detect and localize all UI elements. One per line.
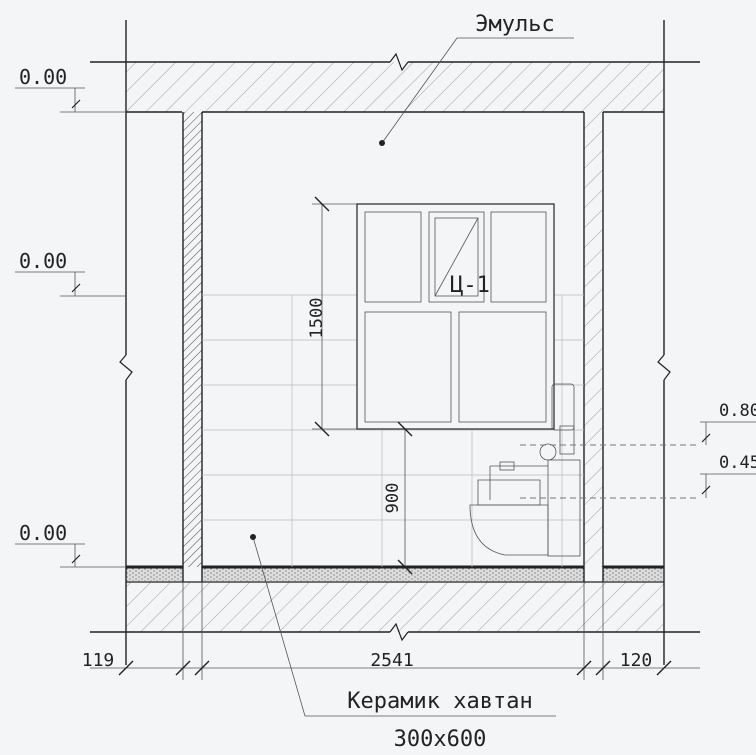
right-partition-wall xyxy=(583,112,604,582)
ceiling-material-label: Эмульс xyxy=(475,12,554,37)
floor-slab xyxy=(90,565,700,642)
floor-leader xyxy=(250,534,556,717)
right-wall-dim-label: 120 xyxy=(620,650,653,671)
left-partition-wall xyxy=(182,112,203,582)
floor-material-label: Керамик хавтан xyxy=(347,689,532,714)
level-top-label: 0.00 xyxy=(19,65,67,89)
level-marker-bottom xyxy=(15,543,126,568)
level-middle-label: 0.00 xyxy=(19,249,67,273)
dim-window-height xyxy=(312,196,357,437)
right-wall-outer xyxy=(657,20,671,665)
left-wall-dim-label: 119 xyxy=(82,650,115,671)
ceiling-slab xyxy=(90,52,700,113)
window-tag: Ц-1 xyxy=(450,273,490,298)
level-bottom-label: 0.00 xyxy=(19,521,67,545)
ceiling-leader xyxy=(379,37,574,146)
tile-size-label: 300x600 xyxy=(394,727,487,752)
level-marker-fixture-lower xyxy=(700,473,756,498)
room-width-dim-label: 2541 xyxy=(370,650,413,671)
dim-horizontal xyxy=(90,582,700,680)
level-fixture-lower-label: 0.45 xyxy=(719,453,756,473)
level-marker-middle xyxy=(15,271,126,297)
toilet-fixture xyxy=(469,383,700,557)
sill-height-label: 900 xyxy=(383,483,403,514)
left-wall-outer xyxy=(119,20,133,665)
level-marker-fixture-upper xyxy=(700,421,756,445)
level-marker-top xyxy=(15,87,126,113)
window-frame xyxy=(356,203,555,430)
window-height-label: 1500 xyxy=(307,298,327,339)
dim-sill-height xyxy=(397,421,413,575)
level-fixture-upper-label: 0.80 xyxy=(719,401,756,421)
